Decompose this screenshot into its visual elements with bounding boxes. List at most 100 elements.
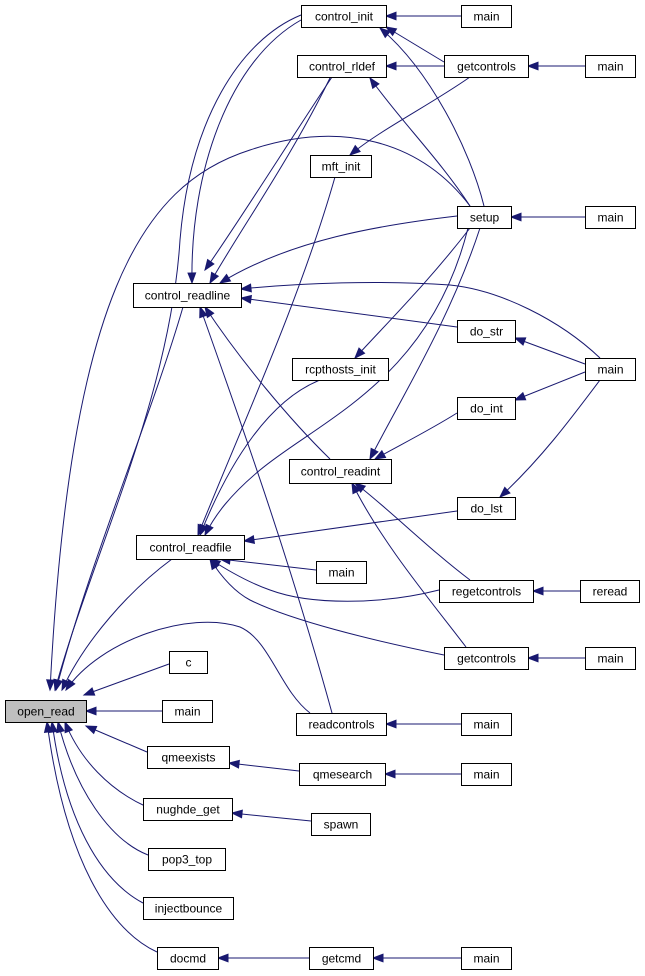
node-nughde-get[interactable]: nughde_get	[143, 798, 233, 821]
node-getcmd[interactable]: getcmd	[309, 947, 374, 970]
node-setup[interactable]: setup	[457, 206, 512, 229]
node-regetcontrols[interactable]: regetcontrols	[439, 580, 534, 603]
node-c[interactable]: c	[169, 651, 208, 674]
node-box	[457, 206, 512, 229]
arrowhead	[54, 678, 64, 692]
node-label: qmeexists	[161, 751, 215, 765]
edge-setup-to-control_readline	[218, 215, 458, 284]
node-box	[296, 713, 387, 736]
node-box	[299, 763, 386, 786]
node-main-crf[interactable]: main	[316, 561, 367, 584]
arrowhead	[43, 720, 53, 733]
node-docmd[interactable]: docmd	[157, 947, 219, 970]
edge-main_ci-to-control_init	[384, 11, 461, 21]
edge-line	[209, 558, 445, 656]
node-label: injectbounce	[155, 902, 223, 916]
node-main-ci[interactable]: main	[461, 5, 512, 28]
edge-main_gct-to-getcontrols_top	[526, 61, 585, 71]
node-box	[157, 947, 219, 970]
node-label: do_int	[470, 402, 503, 416]
node-box	[457, 397, 516, 420]
node-open-read[interactable]: open_read	[5, 700, 87, 723]
node-do-lst[interactable]: do_lst	[457, 497, 516, 520]
node-box	[133, 283, 242, 308]
node-do-int[interactable]: do_int	[457, 397, 516, 420]
node-main-gcb[interactable]: main	[585, 647, 636, 670]
edge-line	[199, 379, 321, 536]
edge-getcontrols_bottom-to-control_readfile	[209, 557, 445, 656]
arrowhead	[82, 687, 96, 696]
arrowhead	[227, 759, 240, 769]
edge-do_int-to-control_readint	[373, 412, 458, 460]
edge-line	[209, 77, 331, 284]
node-control-readline[interactable]: control_readline	[133, 283, 242, 308]
node-mft-init[interactable]: mft_init	[310, 155, 372, 178]
edge-readcontrols-to-control_readline	[199, 305, 333, 714]
node-spawn[interactable]: spawn	[311, 813, 371, 836]
arrowhead	[384, 11, 397, 21]
edge-qmeexists-to-open_read	[84, 725, 148, 753]
arrowhead	[353, 482, 367, 493]
node-label: getcmd	[322, 952, 361, 966]
edge-line	[499, 379, 601, 498]
edge-getcontrols_bottom-to-control_readint	[351, 481, 467, 648]
node-pop3-top[interactable]: pop3_top	[148, 848, 226, 871]
arrowhead	[378, 27, 391, 39]
node-box	[461, 5, 512, 28]
arrowhead	[56, 720, 65, 734]
arrowhead	[509, 212, 522, 222]
node-box	[311, 813, 371, 836]
edge-setup-to-control_readfile	[204, 227, 469, 537]
node-box	[143, 798, 233, 821]
node-qmesearch[interactable]: qmesearch	[299, 763, 386, 786]
edge-line	[374, 412, 458, 460]
node-label: main	[597, 652, 623, 666]
node-reread[interactable]: reread	[580, 580, 640, 603]
node-main-gcmd[interactable]: main	[461, 947, 512, 970]
edge-line	[240, 281, 601, 359]
node-control-readfile[interactable]: control_readfile	[136, 535, 245, 560]
node-getcontrols-top[interactable]: getcontrols	[444, 55, 529, 78]
edge-line	[354, 227, 471, 359]
arrowhead	[526, 653, 539, 663]
node-main-rc[interactable]: main	[461, 713, 512, 736]
node-box	[292, 358, 389, 381]
edge-line	[369, 227, 481, 460]
node-box	[309, 947, 374, 970]
node-main-do[interactable]: main	[585, 358, 636, 381]
edge-line	[349, 76, 471, 156]
node-do-str[interactable]: do_str	[457, 320, 516, 343]
node-main-gct[interactable]: main	[585, 55, 636, 78]
node-box	[580, 580, 640, 603]
node-control-init[interactable]: control_init	[301, 5, 387, 28]
node-main-or[interactable]: main	[162, 700, 213, 723]
node-control-rldef[interactable]: control_rldef	[297, 55, 387, 78]
edge-line	[54, 14, 302, 691]
edge-line	[46, 721, 158, 953]
edge-line	[231, 812, 312, 822]
node-label: control_readfile	[149, 541, 231, 555]
edge-main_do-to-do_str	[513, 337, 586, 365]
node-injectbounce[interactable]: injectbounce	[143, 897, 234, 920]
edge-line	[199, 306, 333, 714]
node-label: control_init	[315, 10, 374, 24]
node-label: rcpthosts_init	[305, 363, 376, 377]
node-label: control_rldef	[309, 60, 376, 74]
edge-control_readline-to-open_read	[54, 306, 184, 692]
node-label: main	[473, 768, 499, 782]
node-control-readint[interactable]: control_readint	[289, 459, 392, 484]
node-label: spawn	[324, 818, 359, 832]
edge-control_rldef-to-open_read	[204, 76, 333, 272]
edge-setup-to-open_read	[46, 135, 471, 692]
arrowhead	[84, 706, 97, 716]
node-main-qs[interactable]: main	[461, 763, 512, 786]
arrowhead	[354, 347, 366, 360]
node-rcpthosts-init[interactable]: rcpthosts_init	[292, 358, 389, 381]
edge-control_readint-to-control_readline	[204, 305, 331, 460]
arrowhead	[187, 272, 197, 285]
node-qmeexists[interactable]: qmeexists	[147, 746, 230, 769]
node-getcontrols-bottom[interactable]: getcontrols	[444, 647, 529, 670]
node-main-setup[interactable]: main	[585, 206, 636, 229]
node-readcontrols[interactable]: readcontrols	[296, 713, 387, 736]
